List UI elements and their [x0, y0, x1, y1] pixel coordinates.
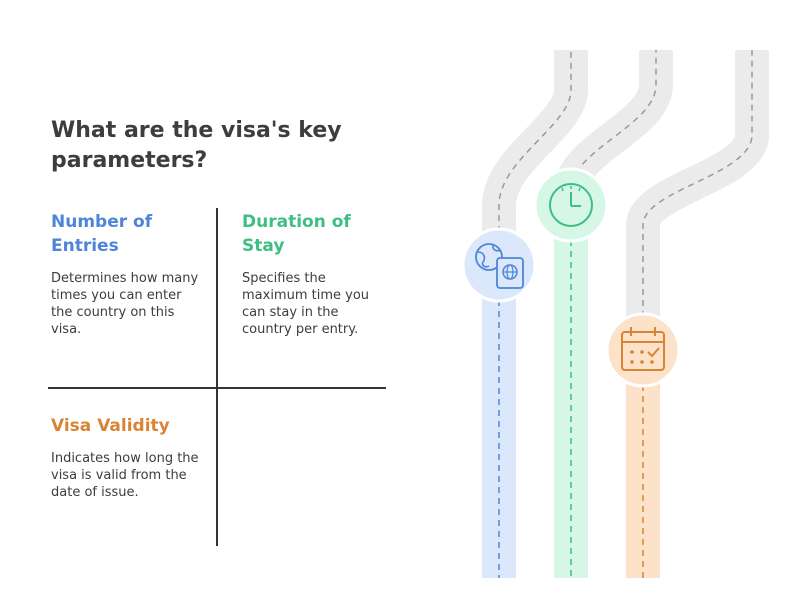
lane-duration [554, 205, 588, 578]
entries-description: Determines how many times you can enter … [51, 271, 199, 337]
parameter-cell-duration: Duration of Stay Specifies the maximum t… [242, 210, 387, 338]
validity-heading: Visa Validity [51, 416, 170, 436]
grid-divider-horizontal [48, 387, 386, 389]
parameter-cell-entries: Number of Entries Determines how many ti… [51, 210, 201, 338]
globe-passport-icon [461, 227, 537, 303]
grid-divider-vertical [216, 208, 218, 546]
road-entries-upper [482, 50, 588, 265]
duration-description: Specifies the maximum time you can stay … [242, 271, 370, 337]
parameter-cell-validity: Visa Validity Indicates how long the vis… [51, 414, 201, 501]
calendar-check-icon [605, 312, 681, 388]
validity-description: Indicates how long the visa is valid fro… [51, 451, 199, 500]
lane-entries [482, 265, 516, 578]
entries-heading: Number of Entries [51, 212, 153, 256]
lane-validity [626, 350, 660, 578]
clock-icon [533, 167, 609, 243]
duration-heading: Duration of Stay [242, 212, 351, 256]
road-validity-upper [626, 50, 769, 350]
page-title: What are the visa's key parameters? [51, 118, 342, 173]
